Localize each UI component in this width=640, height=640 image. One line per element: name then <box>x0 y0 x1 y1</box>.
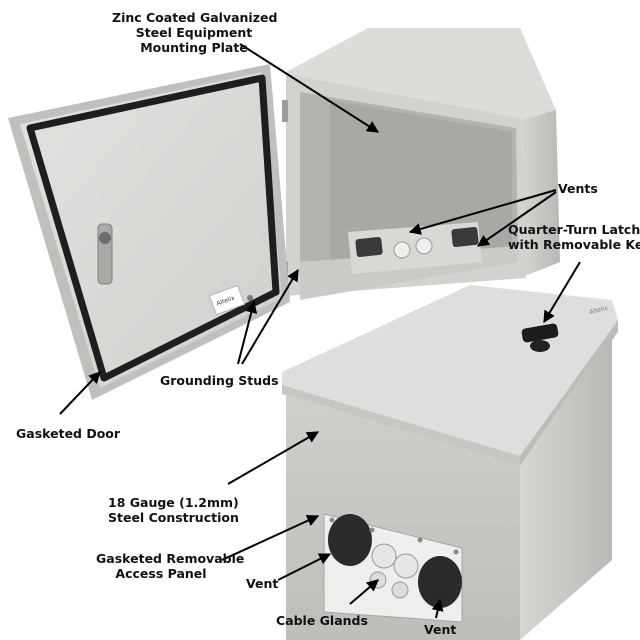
label-grounding-studs: Grounding Studs <box>160 373 279 388</box>
label-latch-line-2: with Removable Key <box>508 237 640 252</box>
arrow-grounding-1 <box>237 300 258 365</box>
open-enclosure <box>282 28 560 300</box>
arrow-door <box>59 371 101 415</box>
closed-enclosure: Altelix <box>282 285 618 640</box>
quarter-turn-latch <box>521 323 559 343</box>
label-access-panel-line-2: Access Panel <box>115 566 207 581</box>
arrow-vents-1 <box>408 189 557 235</box>
label-steel-construction: 18 Gauge (1.2mm) Steel Construction <box>108 495 239 525</box>
enclosure-side <box>520 332 612 640</box>
arrow-grounding-2 <box>241 268 299 365</box>
arrow-mounting-plate <box>239 43 380 133</box>
label-vent-left-text: Vent <box>246 576 279 591</box>
label-gasketed-door: Gasketed Door <box>16 426 120 441</box>
label-grounding-studs-text: Grounding Studs <box>160 373 279 388</box>
label-cable-glands-text: Cable Glands <box>276 613 368 628</box>
label-vents: Vents <box>558 181 598 196</box>
arrow-vent-left <box>277 553 332 581</box>
label-vent-left: Vent <box>246 576 278 591</box>
label-vent-right: Vent <box>424 622 456 637</box>
panel-vent-right <box>418 556 462 608</box>
label-mounting-plate-line-1: Zinc Coated Galvanized <box>112 10 278 25</box>
arrow-steel <box>227 431 320 485</box>
door-brand-plate <box>208 284 246 316</box>
label-cable-glands: Cable Glands <box>276 613 368 628</box>
door-gasket <box>26 74 280 382</box>
label-access-panel-line-1: Gasketed Removable <box>96 551 245 566</box>
inner-vent-right <box>451 226 479 248</box>
cable-gland-2 <box>393 553 419 579</box>
top-brand-text: Altelix <box>589 305 609 316</box>
label-latch: Quarter-Turn Latch with Removable Key <box>508 222 640 252</box>
label-latch-line-1: Quarter-Turn Latch <box>508 222 640 237</box>
label-access-panel: Gasketed Removable Access Panel <box>96 551 245 581</box>
label-mounting-plate-line-2: Steel Equipment <box>135 25 253 40</box>
label-vents-text: Vents <box>558 181 598 196</box>
cable-gland-1 <box>371 543 397 569</box>
arrow-vents-2 <box>477 191 557 247</box>
inner-vent-left <box>355 236 383 258</box>
arrow-vent-right <box>431 598 444 619</box>
panel-vent-left <box>328 514 372 566</box>
label-steel-line-2: Steel Construction <box>108 510 239 525</box>
label-steel-line-1: 18 Gauge (1.2mm) <box>108 495 239 510</box>
arrow-cable-glands <box>349 579 379 605</box>
cable-gland-4 <box>391 581 409 599</box>
label-vent-right-text: Vent <box>424 622 457 637</box>
arrow-latch <box>543 261 581 324</box>
label-mounting-plate-line-3: Mounting Plate <box>140 40 248 55</box>
label-gasketed-door-text: Gasketed Door <box>16 426 121 441</box>
callout-arrows <box>59 43 581 619</box>
mounting-plate <box>330 100 512 262</box>
open-door: Altelix <box>8 64 290 400</box>
label-mounting-plate: Zinc Coated Galvanized Steel Equipment M… <box>112 10 278 55</box>
arrow-access-panel <box>221 515 320 561</box>
